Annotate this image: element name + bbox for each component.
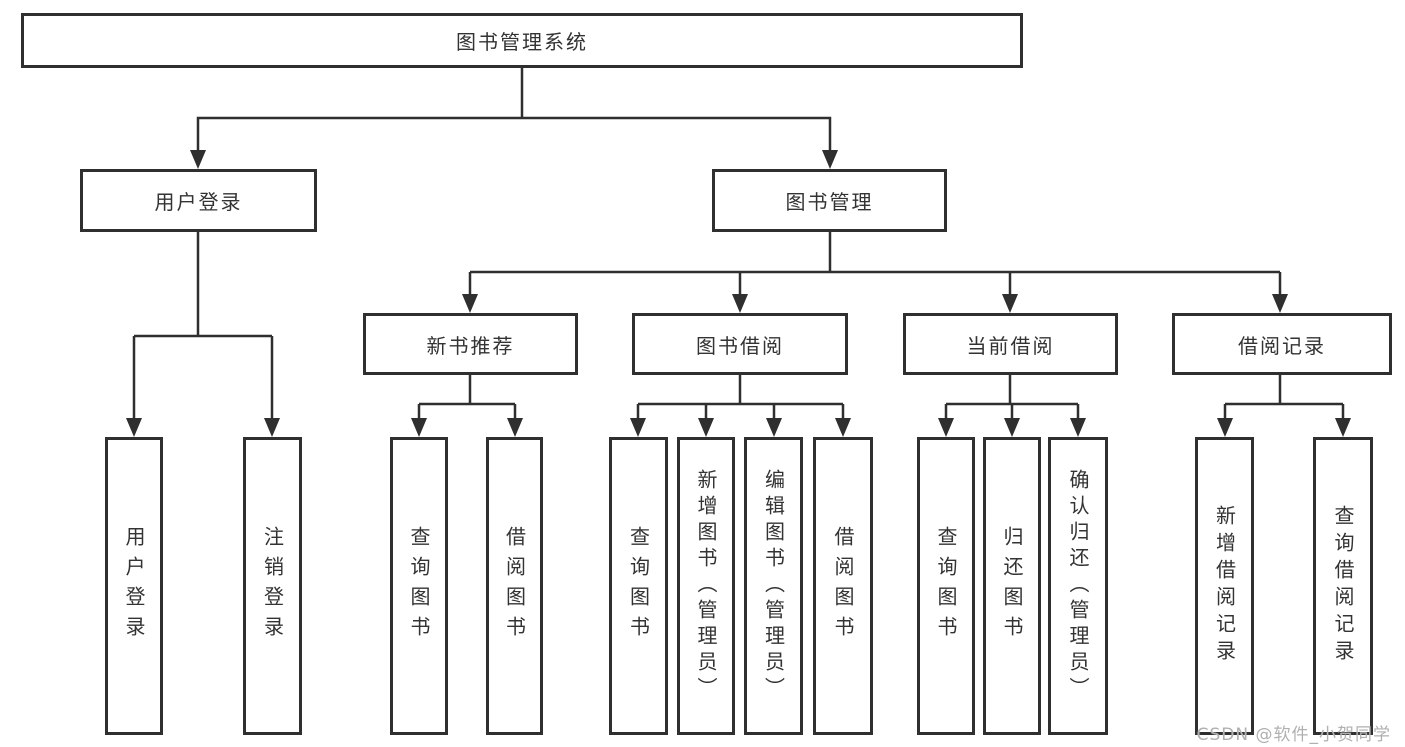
node-leaf-query-book-borrow: 查询图书 — [609, 437, 668, 735]
node-user-login-label: 用户登录 — [154, 190, 243, 214]
connector-user-login — [132, 232, 274, 421]
node-leaf-query-borrow-record-label: 查询借阅记录 — [1331, 505, 1355, 667]
node-borrow-records-label: 借阅记录 — [1238, 333, 1326, 358]
node-book-management-label: 图书管理 — [785, 190, 874, 214]
node-root-label: 图书管理系统 — [456, 30, 588, 54]
connector-level2 — [196, 116, 832, 153]
arrow-down-icon — [264, 418, 280, 437]
node-leaf-borrow-book-label: 借阅图书 — [831, 526, 855, 646]
arrowheads — [126, 150, 1351, 437]
node-leaf-query-book-current-label: 查询图书 — [934, 526, 958, 646]
connector-level3 — [468, 232, 1282, 297]
node-leaf-borrow-book-recommend-label: 借阅图书 — [502, 526, 527, 646]
node-leaf-borrow-book-recommend: 借阅图书 — [486, 437, 543, 735]
arrow-down-icon — [732, 294, 748, 313]
node-leaf-confirm-return-admin-label: 确认归还（管理员） — [1066, 469, 1090, 703]
csdn-watermark: CSDN @软件_小贺同学 — [1196, 725, 1391, 745]
node-new-book-recommend-label: 新书推荐 — [426, 333, 515, 358]
arrow-down-icon — [190, 150, 206, 169]
node-user-login: 用户登录 — [80, 169, 317, 232]
arrow-down-icon — [938, 418, 954, 437]
connector-recommend — [417, 375, 517, 421]
node-leaf-edit-book-admin: 编辑图书（管理员） — [744, 437, 803, 735]
node-leaf-query-book-borrow-label: 查询图书 — [626, 526, 651, 646]
arrow-down-icon — [411, 418, 427, 437]
arrow-down-icon — [822, 150, 838, 169]
node-leaf-borrow-book: 借阅图书 — [813, 437, 873, 735]
arrow-down-icon — [1335, 418, 1351, 437]
node-leaf-logout: 注销登录 — [243, 437, 302, 735]
arrow-down-icon — [630, 418, 646, 437]
node-book-borrow: 图书借阅 — [632, 313, 848, 375]
node-borrow-records: 借阅记录 — [1172, 313, 1392, 375]
node-leaf-add-book-admin: 新增图书（管理员） — [677, 437, 735, 735]
node-leaf-edit-book-admin-label: 编辑图书（管理员） — [761, 469, 786, 703]
node-leaf-query-book-recommend-label: 查询图书 — [407, 526, 431, 646]
arrow-down-icon — [1004, 418, 1020, 437]
node-leaf-user-login: 用户登录 — [105, 437, 163, 735]
node-leaf-return-book: 归还图书 — [983, 437, 1041, 735]
connector-current — [944, 375, 1080, 421]
node-book-management: 图书管理 — [712, 169, 947, 232]
node-leaf-user-login-label: 用户登录 — [122, 526, 146, 646]
arrow-down-icon — [1070, 418, 1086, 437]
arrow-down-icon — [1217, 418, 1233, 437]
node-leaf-query-book-current: 查询图书 — [917, 437, 975, 735]
node-leaf-query-borrow-record: 查询借阅记录 — [1313, 437, 1373, 735]
node-book-borrow-label: 图书借阅 — [696, 333, 784, 358]
arrow-down-icon — [698, 418, 714, 437]
node-leaf-add-borrow-record: 新增借阅记录 — [1195, 437, 1254, 735]
arrow-down-icon — [507, 418, 523, 437]
node-new-book-recommend: 新书推荐 — [363, 313, 578, 375]
node-leaf-confirm-return-admin: 确认归还（管理员） — [1048, 437, 1108, 735]
arrow-down-icon — [1272, 294, 1288, 313]
node-leaf-return-book-label: 归还图书 — [1000, 526, 1024, 646]
node-leaf-logout-label: 注销登录 — [260, 526, 285, 646]
node-root: 图书管理系统 — [21, 13, 1023, 68]
arrow-down-icon — [835, 418, 851, 437]
node-leaf-add-book-admin-label: 新增图书（管理员） — [694, 469, 718, 703]
arrow-down-icon — [462, 294, 478, 313]
node-current-borrow: 当前借阅 — [903, 313, 1118, 375]
node-leaf-add-borrow-record-label: 新增借阅记录 — [1212, 505, 1237, 667]
node-leaf-query-book-recommend: 查询图书 — [390, 437, 448, 735]
node-current-borrow-label: 当前借阅 — [966, 333, 1055, 358]
arrow-down-icon — [1002, 294, 1018, 313]
connector-records — [1223, 375, 1345, 421]
arrow-down-icon — [766, 418, 782, 437]
arrow-down-icon — [126, 418, 142, 437]
connector-borrow — [636, 375, 845, 421]
